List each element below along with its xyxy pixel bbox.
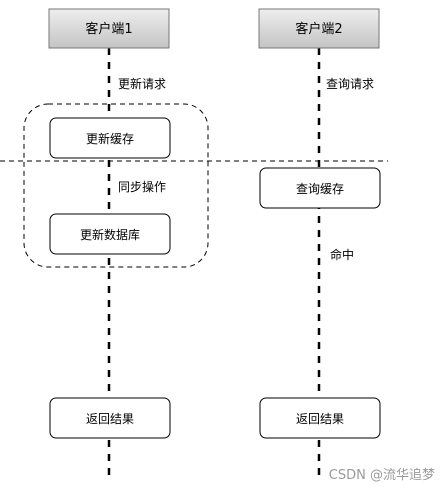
client1-actor-label: 客户端1: [85, 21, 132, 37]
update-cache-label: 更新缓存: [86, 131, 134, 146]
sync-operation-label-bg: [115, 177, 171, 195]
query-cache-box: [259, 167, 381, 209]
hit-label-bg: [327, 245, 357, 263]
query-cache-label: 查询缓存: [296, 182, 344, 196]
client2-actor-box: [258, 8, 380, 49]
watermark: CSDN @流华追梦: [328, 468, 435, 483]
client2-return-result-label: 返回结果: [296, 412, 344, 426]
update-database-label: 更新数据库: [80, 227, 140, 242]
client1-return-result-box: [49, 397, 171, 439]
update-database-box: [49, 213, 171, 255]
query-request-label: 查询请求: [326, 77, 374, 91]
update-cache-box: [49, 117, 171, 159]
client2-actor-label: 客户端2: [295, 21, 342, 37]
client1-return-result-label: 返回结果: [86, 412, 134, 426]
hit-label: 命中: [330, 247, 354, 262]
client1-actor-box: [48, 8, 170, 49]
sync-operation-label: 同步操作: [118, 179, 166, 194]
update-request-label: 更新请求: [118, 76, 166, 91]
query-request-label-bg: [325, 73, 381, 91]
update-request-label-bg: [115, 73, 171, 91]
client2-return-result-box: [259, 397, 381, 439]
transaction-group: [23, 103, 209, 268]
